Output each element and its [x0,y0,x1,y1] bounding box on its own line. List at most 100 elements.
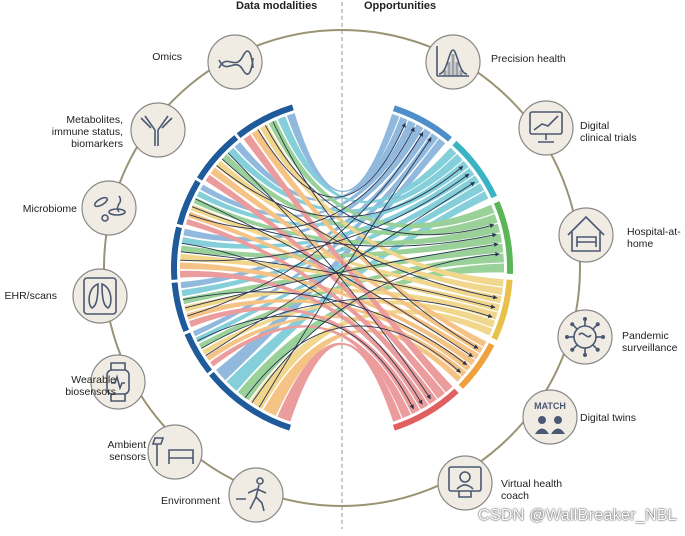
label-virtual-health-coach: Virtual health coach [501,478,563,502]
house-bed-icon [567,215,605,252]
opportunity-arc [392,105,452,142]
chord-ribbon [188,211,480,360]
label-metabolites: Metabolites, immune status, biomarkers [51,114,123,150]
modality-node [90,354,146,410]
chord-ribbon [243,134,453,393]
header-opportunities: Opportunities [364,0,437,12]
chord-ribbon [221,154,498,237]
opportunity-node [437,455,493,511]
header-data-modalities: Data modalities [236,0,318,12]
chord-arrow [191,206,497,247]
opportunity-arc [491,279,513,341]
label-ambient-sensors: Ambient sensors [107,439,146,463]
label-omics: Omics [152,51,182,63]
icon-badge [522,389,578,445]
opportunity-node [425,34,481,90]
chord-arrow [184,242,499,309]
chord-ribbon [190,204,502,304]
label-precision-health: Precision health [491,53,566,65]
icon-badge [437,455,493,511]
modality-node [72,268,128,324]
chord-arrow [201,298,493,349]
match-people-icon: MATCH [534,401,566,434]
chord-arrow [180,173,470,262]
chord-arrow [183,291,468,366]
opportunity-node: MATCH [522,389,578,445]
chord-ribbon [180,253,500,312]
icon-badge [72,268,128,324]
opportunity-arc [452,140,497,199]
chord-ribbon [193,197,501,246]
opportunity-arc [458,342,495,389]
modality-node [207,34,263,90]
chord-ribbon [268,120,495,229]
chord-ribbon [182,243,504,305]
modality-arc [176,179,201,226]
opportunity-arc [392,388,459,431]
chord-arrow [264,125,495,236]
modality-node [228,467,284,523]
opportunity-node [558,207,614,263]
chord-ribbon [180,233,502,259]
monitor-chart-icon [529,111,563,143]
watermark: CSDN @WallBreaker_NBL [478,507,677,524]
chord-arrow [257,122,406,198]
chord-arrow [221,158,498,300]
modality-arc [196,135,239,181]
video-coach-icon [448,466,482,498]
chord-arrow [216,165,464,218]
chord-ribbon [205,174,445,399]
chord-ribbon [200,120,416,218]
microbes-icon [93,195,126,222]
chord-ribbon [210,325,411,419]
modality-arc [209,371,292,431]
opportunity-arc [493,201,513,274]
modality-node [81,180,137,236]
label-environment: Environment [161,495,220,507]
label-digital-clinical-trials: Digital clinical trials [580,120,637,144]
arrow-group [180,121,500,410]
modality-arc [171,226,182,280]
chord-ribbon [277,342,402,422]
modality-arc [171,282,190,333]
label-wearable-biosensors: Wearable biosensors [65,374,116,398]
label-digital-twins: Digital twins [580,412,637,424]
dna-icon [218,50,254,75]
chord-arrow [187,131,424,317]
runner-smoke-icon [236,477,267,512]
match-text: MATCH [534,401,566,411]
chord-ribbon [234,116,408,202]
modality-node [130,102,186,158]
chord-ribbon [277,116,457,204]
chord-arrow [197,315,414,410]
label-ehr-scans: EHR/scans [4,290,57,302]
label-microbiome: Microbiome [22,203,77,215]
lungs-scan-icon [83,277,117,315]
chord-arrow [181,242,423,405]
chord-ribbon [227,147,463,213]
icon-badge [81,180,137,236]
chord-arrow [251,252,500,403]
chord-arrow [205,181,476,357]
chord-ribbon [216,138,446,381]
chord-arrow [188,127,415,230]
chord-arrow [272,121,479,349]
label-hospital-at-home: Hospital-at- home [627,226,681,250]
antibody-icon [140,115,173,146]
opportunity-node [518,100,574,156]
chord-ribbon [263,329,462,416]
opportunity-node [557,309,613,365]
smartwatch-icon [106,362,130,402]
virus-icon [565,317,605,357]
bell-curve-icon [436,46,469,77]
chord-arrow [180,251,496,309]
chord-ribbon [226,191,489,392]
chord-ribbon [188,306,420,415]
chord-arrow [244,325,461,399]
label-pandemic-surveillance: Pandemic surveillance [622,330,678,354]
chord-ribbon [198,253,504,349]
chord-arrow [258,137,432,408]
modality-node [147,424,203,480]
modality-arc [236,104,294,138]
